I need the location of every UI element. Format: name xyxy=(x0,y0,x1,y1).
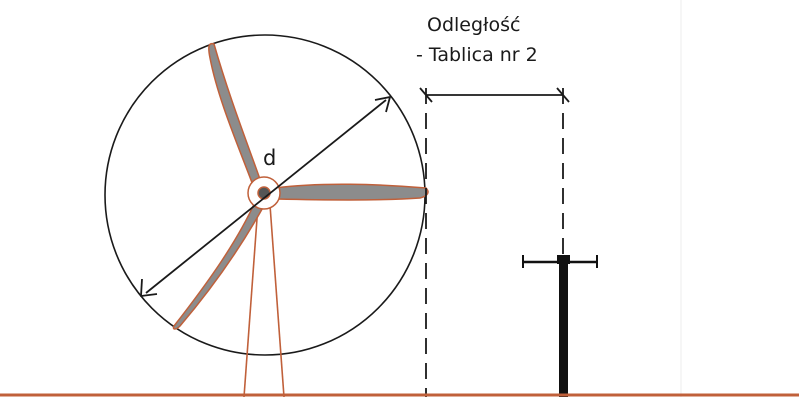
distance-label-line1: Odległość xyxy=(427,14,521,36)
distance-dimension-line xyxy=(419,87,570,103)
diameter-arrow xyxy=(140,96,391,297)
arrowhead-upper xyxy=(374,96,391,113)
turbine-tower xyxy=(243,204,285,398)
turbine-hub xyxy=(247,176,281,210)
arrowhead-lower xyxy=(140,278,158,297)
distance-label-line2: - Tablica nr 2 xyxy=(416,44,538,66)
blade-bottom xyxy=(172,199,268,330)
blade-right xyxy=(274,183,429,201)
blade-top xyxy=(208,42,263,189)
diameter-label: d xyxy=(263,146,277,170)
power-pole xyxy=(522,255,598,397)
turbine-blades xyxy=(172,42,429,330)
